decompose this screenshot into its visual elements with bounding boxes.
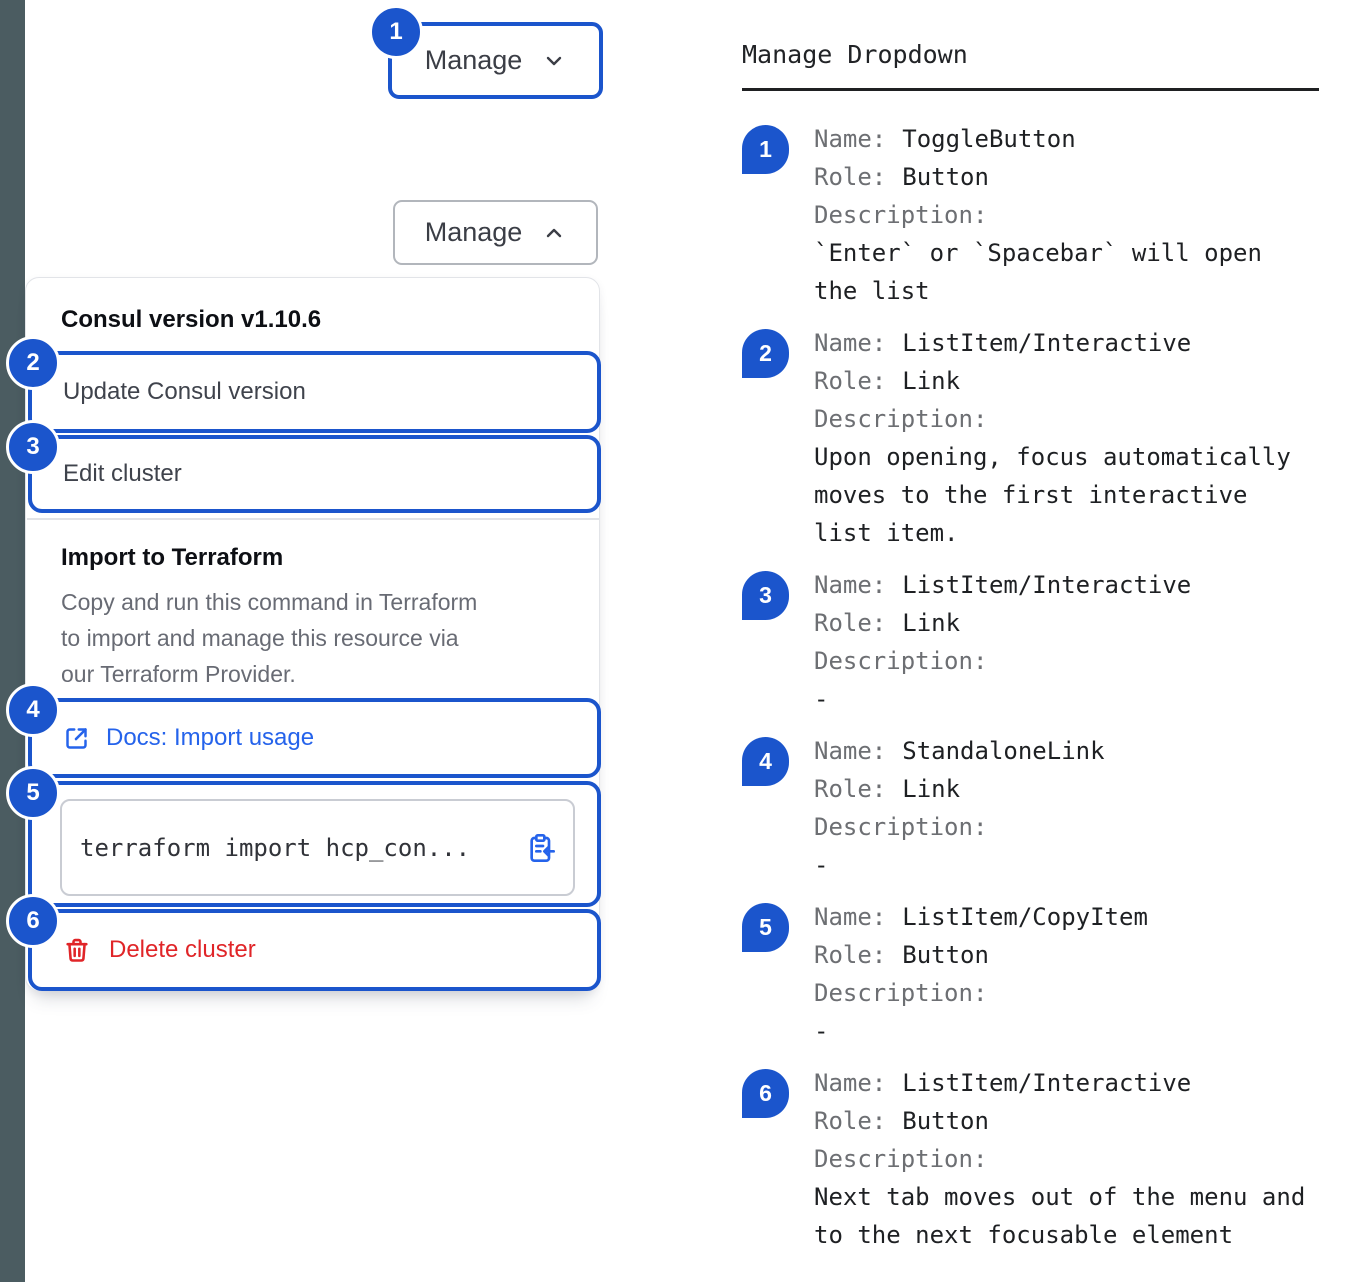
entry-description: `Enter` or `Spacebar` will open the list	[814, 239, 1262, 305]
annotation-badge-3: 3	[6, 420, 60, 474]
entry-name: ToggleButton	[902, 125, 1076, 153]
annotation-badge-6: 6	[6, 894, 60, 948]
entry-name: ListItem/Interactive	[902, 1069, 1192, 1097]
role-label: Role:	[814, 367, 887, 395]
entry-role: Link	[902, 367, 961, 395]
manage-toggle-button[interactable]: Manage 1	[369, 5, 603, 99]
annotation-badge-4: 4	[6, 683, 60, 737]
legend-entry-3: 3 Name: ListItem/Interactive Role: Link De…	[742, 566, 1320, 718]
entry-role: Button	[902, 941, 989, 969]
menu-item-label: Update Consul version	[63, 378, 306, 405]
role-label: Role:	[814, 941, 887, 969]
description-label: Description:	[814, 813, 988, 841]
entry-role: Button	[902, 1107, 989, 1135]
entry-role: Link	[902, 775, 961, 803]
description-label: Description:	[814, 647, 988, 675]
legend-rule	[742, 88, 1319, 91]
name-label: Name:	[814, 1069, 887, 1097]
annotation-badge-2: 2	[6, 336, 60, 390]
entry-name: ListItem/Interactive	[902, 329, 1192, 357]
legend-badge-3: 3	[742, 571, 789, 620]
legend-badge-6: 6	[742, 1069, 789, 1118]
description-label: Description:	[814, 201, 988, 229]
entry-role: Button	[902, 163, 989, 191]
legend-title: Manage Dropdown	[742, 40, 968, 69]
legend-entry-6: 6 Name:ListItem/Interactive Role:Button …	[742, 1064, 1320, 1254]
terraform-command-text: terraform import hcp_con...	[80, 833, 471, 862]
legend-entry-2: 2 Name: ListItem/Interactive Role: Link De…	[742, 324, 1320, 552]
menu-item-update-consul-version[interactable]: 2 Update Consul version	[6, 336, 601, 433]
trash-icon	[63, 936, 91, 964]
role-label: Role:	[814, 163, 887, 191]
entry-name: ListItem/Interactive	[902, 571, 1192, 599]
legend-badge-1: 1	[742, 125, 789, 174]
name-label: Name:	[814, 737, 887, 765]
entry-description: Upon opening, focus automatically moves …	[814, 443, 1291, 547]
role-label: Role:	[814, 775, 887, 803]
delete-cluster-label: Delete cluster	[109, 936, 256, 963]
menu-item-label: Edit cluster	[63, 460, 182, 487]
description-label: Description:	[814, 1145, 988, 1173]
left-edge-strip	[0, 0, 25, 1282]
description-label: Description:	[814, 979, 988, 1007]
chevron-up-icon	[542, 221, 566, 245]
name-label: Name:	[814, 903, 887, 931]
import-terraform-title: Import to Terraform	[61, 544, 284, 571]
menu-item-copy-command[interactable]: 5 terraform import hcp_con...	[6, 766, 601, 907]
import-terraform-description: Copy and run this command in Terraform t…	[61, 589, 478, 687]
entry-name: StandaloneLink	[902, 737, 1105, 765]
entry-description: -	[814, 1017, 829, 1045]
legend-panel: Manage Dropdown 1 Name: ToggleButton Role…	[742, 40, 1320, 1268]
menu-divider	[27, 518, 599, 520]
docs-link-label: Docs: Import usage	[106, 724, 315, 751]
terraform-command-box[interactable]: terraform import hcp_con...	[60, 799, 575, 896]
role-label: Role:	[814, 1107, 887, 1135]
description-label: Description:	[814, 405, 988, 433]
menu-item-delete-cluster[interactable]: 6 Delete cluster	[6, 894, 601, 991]
legend-entry-4: 4 Name: StandaloneLink Role: Link Descript…	[742, 732, 1320, 884]
chevron-down-icon	[542, 49, 566, 73]
manage-toggle-button-open[interactable]: Manage	[393, 200, 598, 265]
manage-toggle-label: Manage	[424, 45, 523, 75]
legend-list: 1 Name: ToggleButton Role: Button Descript…	[742, 120, 1320, 1254]
annotation-badge-5: 5	[6, 766, 60, 820]
legend-entry-5: 5 Name: ListItem/CopyItem Role: Button Des…	[742, 898, 1320, 1050]
entry-role: Link	[902, 609, 961, 637]
manage-dropdown-menu: Consul version v1.10.6 2 Update Consul v…	[6, 277, 601, 991]
entry-description: Next tab moves out of the menu and to th…	[814, 1183, 1306, 1249]
external-link-icon	[63, 725, 90, 752]
menu-item-docs-import-usage[interactable]: 4 Docs: Import usage	[6, 683, 601, 778]
manage-toggle-open-label: Manage	[424, 217, 523, 247]
consul-version-header: Consul version v1.10.6	[61, 306, 322, 333]
name-label: Name:	[814, 571, 887, 599]
clipboard-copy-icon[interactable]	[525, 832, 557, 864]
entry-description: -	[814, 685, 829, 713]
name-label: Name:	[814, 125, 887, 153]
legend-badge-2: 2	[742, 329, 789, 378]
legend-badge-4: 4	[742, 737, 789, 786]
entry-description: -	[814, 851, 829, 879]
name-label: Name:	[814, 329, 887, 357]
legend-badge-5: 5	[742, 903, 789, 952]
legend-entry-1: 1 Name: ToggleButton Role: Button Descript…	[742, 120, 1320, 310]
entry-name: ListItem/CopyItem	[902, 903, 1148, 931]
annotation-badge-1: 1	[369, 5, 423, 59]
menu-item-edit-cluster[interactable]: 3 Edit cluster	[6, 420, 601, 513]
role-label: Role:	[814, 609, 887, 637]
